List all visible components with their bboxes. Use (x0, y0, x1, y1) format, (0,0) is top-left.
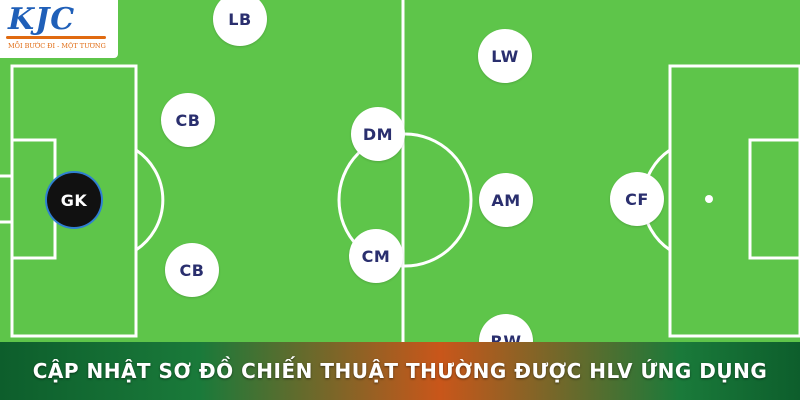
player-gk: GK (47, 173, 101, 227)
right-penalty-spot (705, 195, 713, 203)
player-dm: DM (351, 107, 405, 161)
title-banner: CẬP NHẬT SƠ ĐỒ CHIẾN THUẬT THƯỜNG ĐƯỢC H… (0, 342, 800, 400)
logo-tagline: MỖI BƯỚC ĐI - MỘT TƯƠNG (8, 42, 106, 50)
right-goal-box (748, 138, 800, 260)
player-cb-top: CB (161, 93, 215, 147)
left-penalty-arc (135, 148, 165, 252)
player-cb-bottom: CB (165, 243, 219, 297)
logo-mark: KJC (8, 2, 76, 37)
center-circle (337, 132, 473, 268)
logo-swoosh (6, 36, 106, 39)
kjc-logo: KJC MỖI BƯỚC ĐI - MỘT TƯƠNG (0, 0, 118, 58)
player-lw: LW (478, 29, 532, 83)
player-cf: CF (610, 172, 664, 226)
right-penalty-box (668, 64, 800, 338)
player-am: AM (479, 173, 533, 227)
player-cm: CM (349, 229, 403, 283)
banner-title: CẬP NHẬT SƠ ĐỒ CHIẾN THUẬT THƯỜNG ĐƯỢC H… (32, 359, 768, 383)
player-lb: LB (213, 0, 267, 46)
